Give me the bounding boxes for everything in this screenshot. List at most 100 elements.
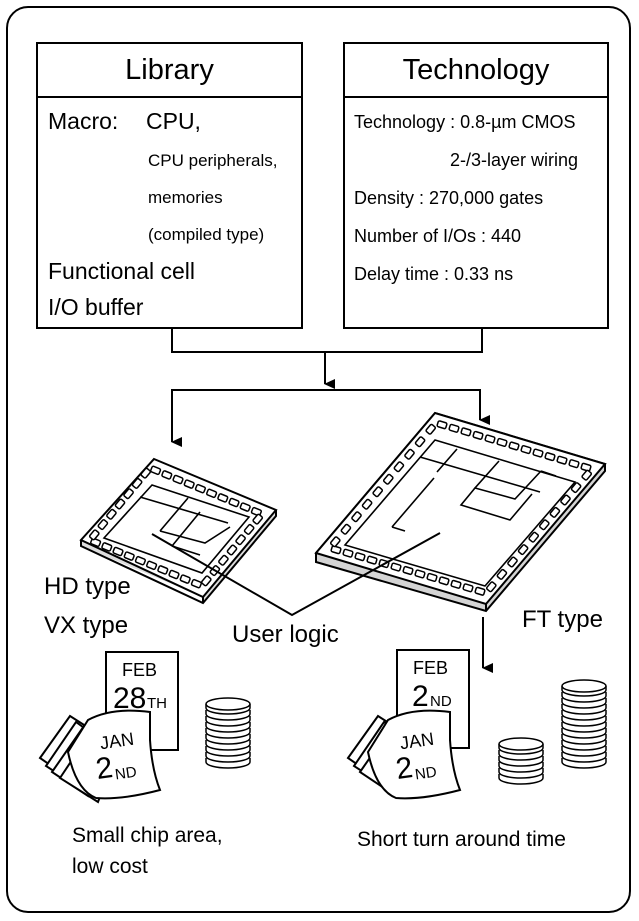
vx-type-label: VX type [44, 612, 129, 639]
io-pad [485, 581, 497, 593]
io-pad [507, 556, 518, 568]
io-pad [351, 511, 362, 523]
io-pad [436, 420, 448, 430]
io-pad [450, 579, 462, 589]
hd-vx-chip-core [102, 484, 251, 574]
coin-top [498, 737, 544, 751]
cal-right-suffix-top: ND [430, 693, 452, 710]
io-pad [88, 529, 100, 541]
io-pad [438, 576, 450, 586]
technology-title: Technology [345, 44, 607, 98]
tech-process: Technology : 0.8-µm CMOS [354, 112, 576, 132]
ft-chip-core [343, 439, 577, 587]
ft-chip [314, 411, 607, 613]
io-pad [414, 569, 426, 579]
macro-memories: memories [148, 188, 223, 207]
io-pad [372, 486, 384, 498]
io-pad [329, 536, 341, 548]
io-pad [168, 569, 180, 580]
coin-top [205, 697, 251, 711]
figure-frame [6, 6, 631, 913]
io-pad [508, 441, 520, 451]
io-pad [581, 469, 593, 481]
io-pad [226, 544, 238, 556]
calendar-left [38, 651, 179, 804]
cal-left-suffix-top: TH [147, 695, 167, 712]
hd-vx-chip-pads [88, 465, 264, 589]
io-pad [361, 498, 373, 510]
io-pad [484, 434, 496, 444]
functional-cell: Functional cell [48, 258, 196, 284]
io-pad [342, 548, 354, 558]
coin-top [561, 679, 607, 693]
io-pad [228, 497, 240, 508]
io-pad [402, 565, 414, 576]
io-pad [472, 430, 484, 440]
library-box: Library Macro: CPU, CPU peripherals, mem… [36, 42, 303, 329]
io-pad [330, 545, 342, 555]
io-pad [114, 498, 126, 510]
ft-type-label: FT type [522, 606, 603, 633]
cal-right-month-top: FEB [413, 658, 449, 678]
io-pad [425, 423, 437, 435]
connector-lines [171, 329, 493, 673]
io-pad [496, 437, 508, 448]
io-pad [239, 502, 251, 512]
io-pad [235, 534, 246, 546]
io-pad [123, 488, 134, 500]
io-pad [580, 462, 592, 472]
caption-left-line2: low cost [72, 855, 148, 878]
io-pad [393, 461, 405, 473]
io-pad [112, 546, 124, 557]
io-pad [560, 494, 571, 506]
tech-density: Density : 270,000 gates [354, 188, 544, 208]
io-pad [157, 565, 169, 575]
caption-right: Short turn around time [357, 828, 566, 851]
io-pad [243, 523, 255, 535]
caption-left-line1: Small chip area, [72, 824, 223, 847]
io-pad [140, 467, 152, 479]
io-pad [354, 552, 366, 562]
io-pad [390, 562, 402, 572]
io-pad [549, 506, 561, 518]
technology-box: Technology Technology : 0.8-µm CMOS 2-/3… [343, 42, 609, 329]
io-pad [496, 568, 508, 580]
io-pad [366, 555, 378, 565]
io-pad [404, 448, 415, 460]
ft-chip-pads [329, 420, 593, 596]
macro-cpu: CPU, [146, 108, 201, 134]
cal-left-month-top: FEB [122, 660, 158, 680]
io-pad [340, 523, 352, 535]
io-pad [570, 482, 582, 494]
io-pad [150, 465, 162, 476]
io-pad [556, 455, 568, 465]
io-pad [190, 578, 202, 589]
cal-right-suffix-bottom: ND [413, 763, 438, 784]
io-pad [532, 448, 544, 458]
cal-left-suffix-bottom: ND [113, 763, 138, 784]
io-pad [106, 508, 117, 520]
io-buffer: I/O buffer [48, 294, 144, 320]
io-pad [448, 423, 460, 433]
io-pad [517, 544, 529, 556]
io-pad [131, 477, 143, 489]
io-pad [218, 554, 229, 566]
tech-wiring: 2-/3-layer wiring [450, 150, 579, 170]
io-pad [161, 470, 173, 480]
io-pad [206, 488, 218, 499]
calendar-right [346, 649, 470, 800]
hd-type-label: HD type [44, 573, 131, 600]
user-logic-pointers [151, 532, 441, 617]
io-pad [217, 493, 229, 503]
coin-stacks [205, 679, 607, 785]
io-pad [382, 473, 394, 485]
io-pad [179, 574, 191, 584]
io-pad [520, 444, 532, 455]
cal-left-day-top: 28 [113, 682, 147, 715]
io-pad [474, 586, 486, 596]
io-pad [544, 452, 556, 462]
io-pad [97, 519, 109, 531]
io-pad [123, 551, 135, 561]
macro-peripherals: CPU peripherals, [148, 151, 278, 170]
